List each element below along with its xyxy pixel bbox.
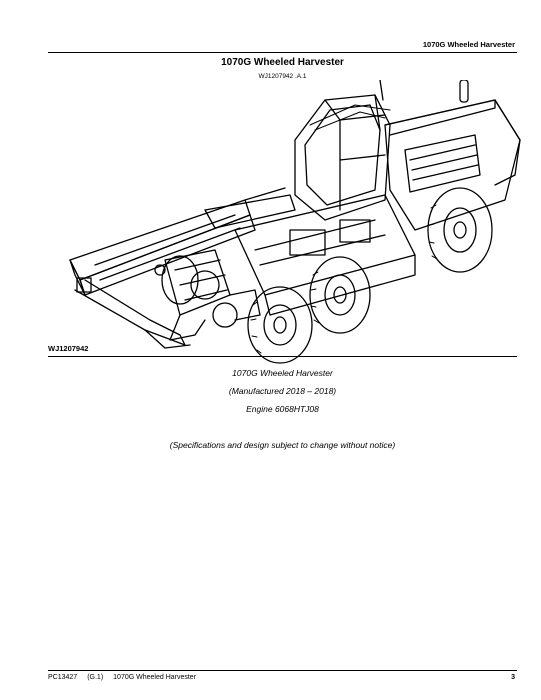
- manufactured-caption: (Manufactured 2018 – 2018): [228, 386, 337, 396]
- header-rule: [48, 52, 517, 53]
- wheels: [161, 187, 493, 364]
- engine-caption: Engine 6068HTJ08: [246, 404, 319, 414]
- running-header-title: 1070G Wheeled Harvester: [422, 40, 515, 49]
- page-title: 1070G Wheeled Harvester: [221, 57, 344, 68]
- model-caption: 1070G Wheeled Harvester: [232, 368, 333, 378]
- harvester-head: [164, 249, 261, 341]
- boom-arm: [69, 187, 296, 349]
- figure-id: WJ1207942 .A.1: [258, 73, 307, 80]
- page-number: 3: [511, 674, 515, 681]
- cab: [294, 94, 391, 221]
- harvester-illustration: [69, 80, 521, 364]
- figure-label: WJ1207942: [48, 344, 89, 353]
- footer-title: 1070G Wheeled Harvester: [113, 674, 197, 681]
- disclaimer-caption: (Specifications and design subject to ch…: [169, 440, 396, 450]
- engine-housing: [379, 80, 521, 231]
- footer-info: PC13427 (G.1) 1070G Wheeled Harvester: [48, 674, 206, 681]
- carrier-base: [234, 194, 416, 316]
- footer-version: (G.1): [87, 674, 104, 681]
- footer-doc-number: PC13427: [48, 674, 78, 681]
- footer-rule: [48, 670, 517, 671]
- figure-rule: [48, 356, 517, 357]
